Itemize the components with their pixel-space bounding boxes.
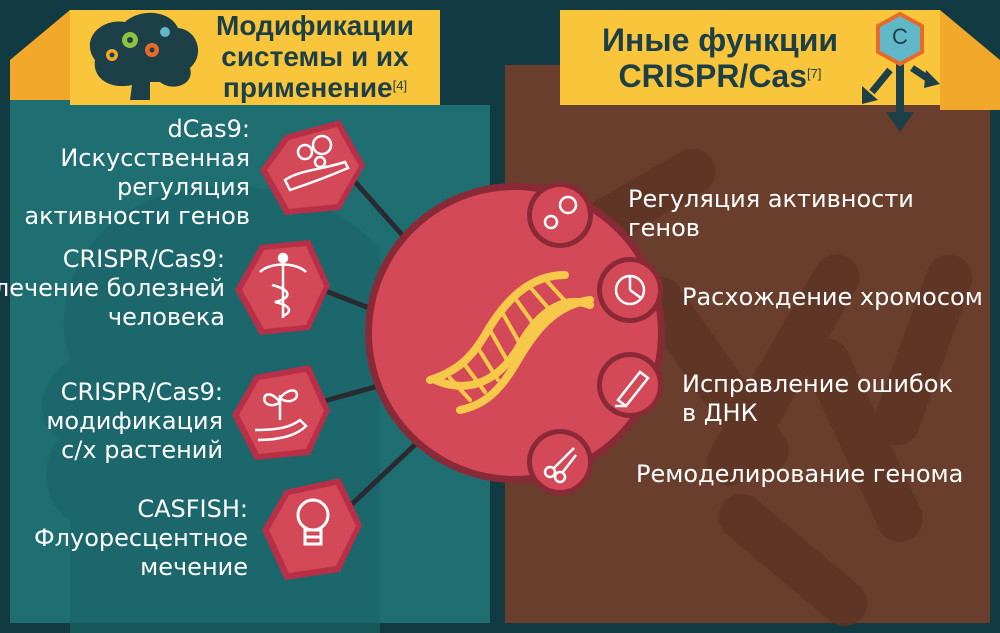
right-item-1-line-2: генов: [628, 214, 700, 242]
left-header-ref: [4]: [392, 78, 408, 93]
lightbulb-icon: [296, 498, 330, 546]
sprout-hand-icon: [254, 389, 308, 442]
right-circle-1: [527, 182, 593, 248]
left-item-1-line-1: dCas9:: [167, 115, 250, 143]
left-item-3-line-1: CRISPR/Cas9:: [60, 378, 223, 406]
left-item-1-line-2: Искусственная: [60, 144, 250, 172]
right-item-1-label: Регуляция активности генов: [628, 185, 914, 243]
left-item-2-line-3: человека: [107, 303, 225, 331]
right-item-1-line-1: Регуляция активности: [628, 185, 914, 213]
dna-icon: [426, 271, 594, 414]
chromosome-background: [570, 148, 973, 627]
right-item-2-line-1: Расхождение хромосом: [682, 283, 983, 311]
right-header-line-2-text: CRISPR/Cas: [618, 58, 808, 94]
left-item-2-label: CRISPR/Cas9: лечение болезней человека: [0, 245, 225, 332]
left-item-1-label: dCas9: Искусственная регуляция активност…: [24, 115, 250, 231]
left-item-4-line-2: Флуоресцентное: [34, 524, 248, 552]
left-item-4-line-1: CASFISH:: [137, 495, 248, 523]
left-header-title: Модификации системы и их применение[4]: [180, 10, 450, 103]
left-header-line-1: Модификации: [216, 10, 414, 41]
left-item-1-line-3: регуляция: [117, 173, 250, 201]
crispr-badge-letter: C: [892, 24, 908, 49]
right-item-2-label: Расхождение хромосом: [682, 283, 983, 312]
left-item-3-label: CRISPR/Cas9: модификация с/х растений: [46, 378, 223, 465]
right-item-3-line-2: в ДНК: [682, 399, 758, 427]
right-item-4-line-1: Ремоделирование генома: [636, 460, 964, 488]
right-header-line-2: CRISPR/Cas[7]: [590, 58, 850, 94]
left-item-3-line-2: модификация: [46, 407, 223, 435]
gears-icon: [543, 195, 578, 230]
left-item-4-line-3: мечение: [140, 553, 248, 581]
hand-gears-icon: [283, 134, 350, 192]
left-item-1-line-4: активности генов: [24, 202, 250, 230]
right-item-3-label: Исправление ошибок в ДНК: [682, 370, 953, 428]
right-header-ref: [7]: [807, 66, 822, 81]
left-item-2-line-1: CRISPR/Cas9:: [62, 245, 225, 273]
crispr-badge-icon: [862, 11, 940, 132]
scissors-icon: [543, 447, 577, 484]
left-header-line-3: применение[4]: [180, 72, 450, 103]
left-item-3-line-3: с/х растений: [61, 436, 223, 464]
left-item-2-line-2: лечение болезней: [0, 274, 225, 302]
left-item-4-label: CASFISH: Флуоресцентное мечение: [34, 495, 248, 582]
right-header-title: Иные функции CRISPR/Cas[7]: [590, 22, 850, 94]
right-header-line-1: Иные функции: [601, 22, 839, 58]
left-header-line-2: системы и их: [221, 41, 409, 72]
caduceus-icon: [259, 252, 307, 318]
right-item-4-label: Ремоделирование генома: [636, 460, 963, 489]
right-item-3-line-1: Исправление ошибок: [682, 370, 953, 398]
pie-chart-icon: [614, 274, 646, 306]
left-header-line-3-text: применение: [222, 72, 393, 103]
brain-gears-icon: [89, 12, 199, 100]
eraser-icon: [615, 370, 650, 408]
